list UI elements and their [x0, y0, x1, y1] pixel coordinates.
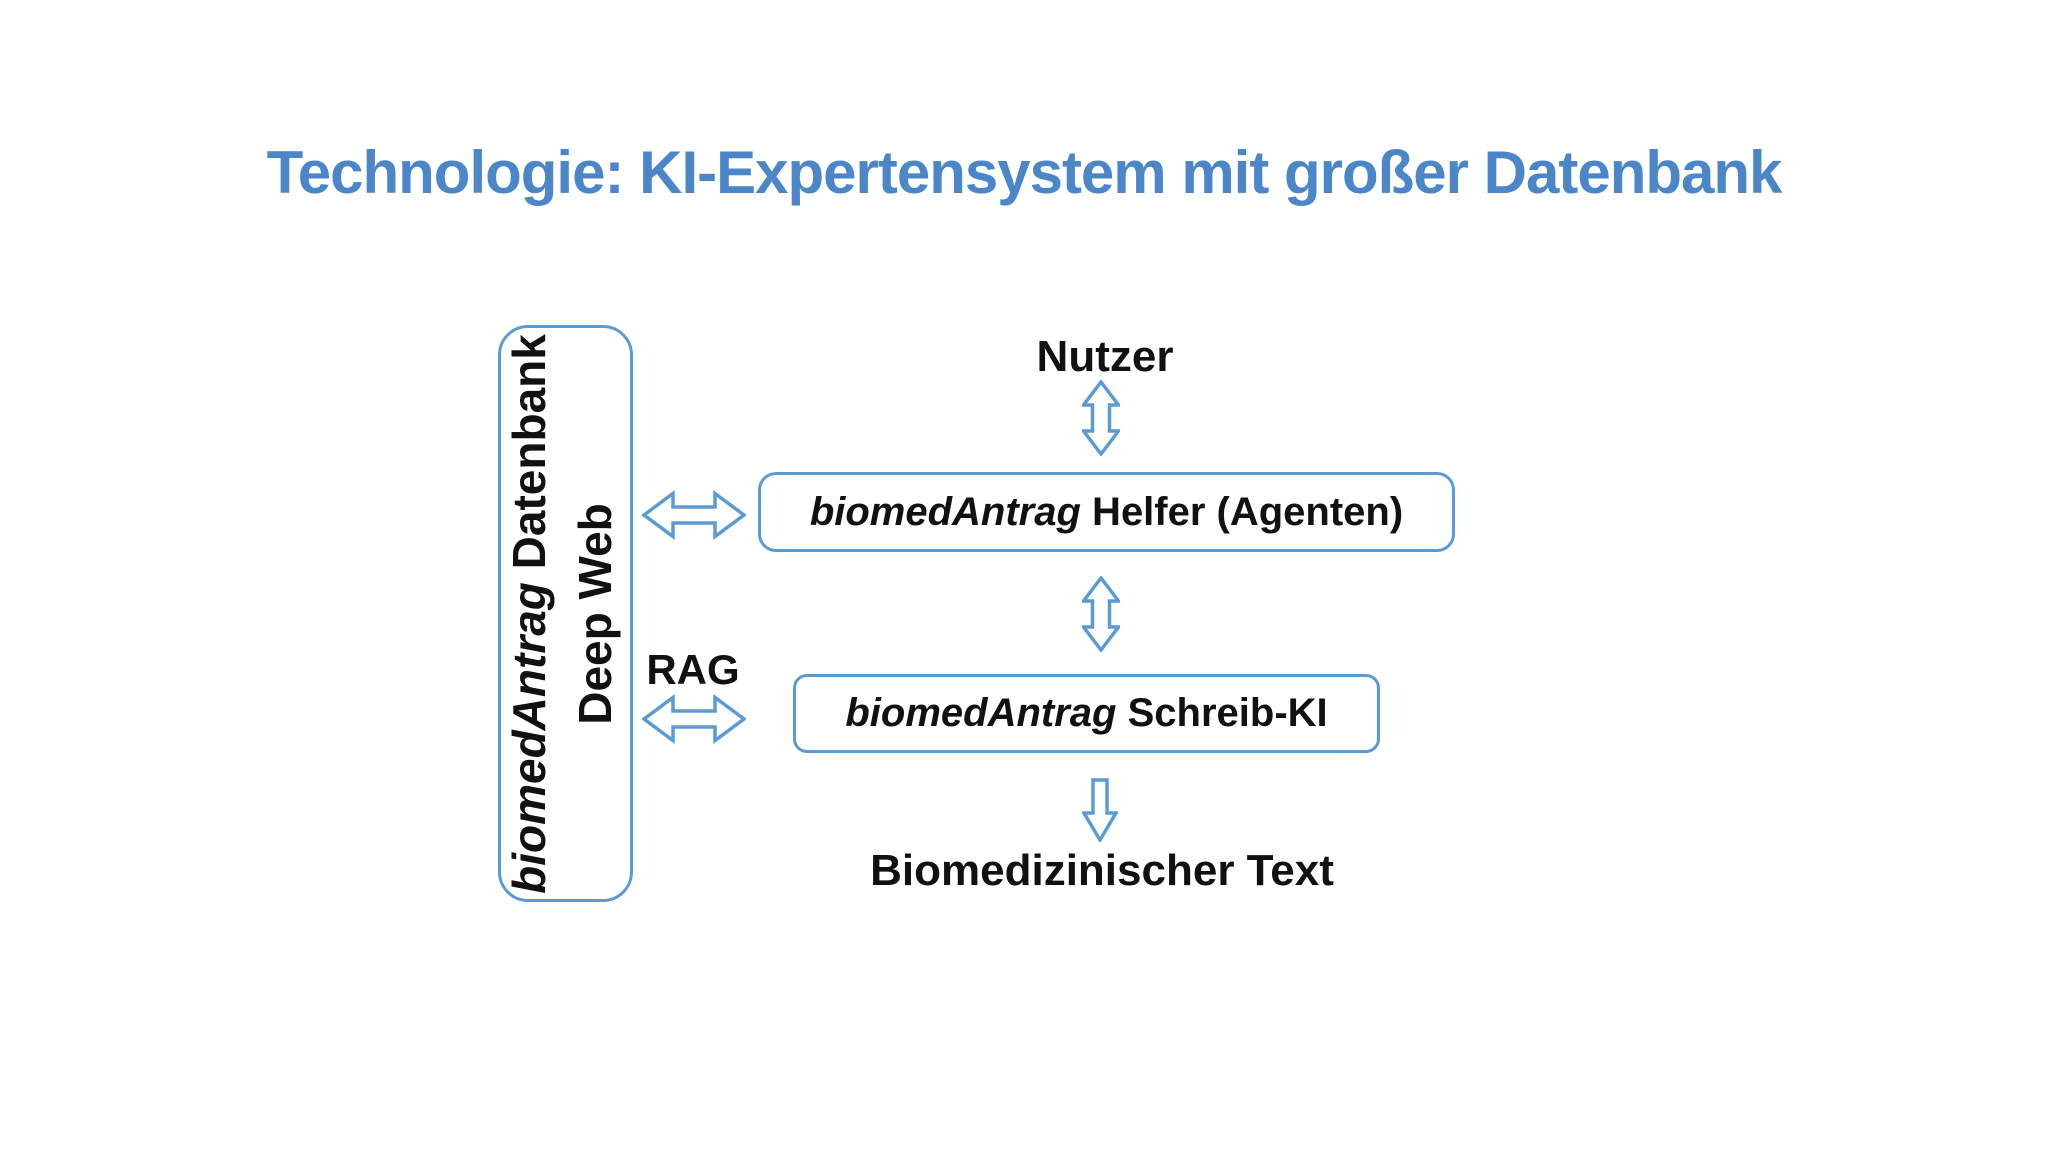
database-name-italic: biomedAntrag: [503, 582, 555, 894]
helfer-box-label: biomedAntrag Helfer (Agenten): [810, 490, 1403, 535]
schreib-label-rest: Schreib-KI: [1116, 691, 1328, 735]
rag-label: RAG: [646, 646, 740, 693]
schreib-output-down-arrow-icon: [1082, 778, 1118, 842]
helfer-name-italic: biomedAntrag: [809, 489, 1081, 534]
helfer-label-rest: Helfer (Agenten): [1080, 489, 1404, 534]
nutzer-helfer-updown-arrow-icon: [1082, 380, 1120, 456]
deep-web-label: Deep Web: [569, 503, 621, 725]
helfer-agenten-box: biomedAntrag Helfer (Agenten): [758, 472, 1455, 552]
schreib-name-italic: biomedAntrag: [845, 691, 1117, 735]
nutzer-label: Nutzer: [1036, 332, 1174, 381]
database-label-rest: Datenbank: [503, 334, 555, 583]
schreib-ki-box: biomedAntrag Schreib-KI: [793, 674, 1380, 753]
database-schreib-leftright-arrow-icon: [642, 694, 746, 744]
database-box-label-line1: biomedAntrag Datenbank: [496, 314, 562, 914]
helfer-schreib-updown-arrow-icon: [1082, 576, 1120, 652]
schreib-box-label: biomedAntrag Schreib-KI: [845, 691, 1327, 736]
database-box-label: biomedAntrag Datenbank Deep Web: [496, 314, 636, 914]
database-box: [498, 325, 633, 902]
biomedizinischer-text-label: Biomedizinischer Text: [870, 846, 1334, 895]
slide-title: Technologie: KI-Expertensystem mit große…: [266, 139, 1783, 206]
database-helfer-leftright-arrow-icon: [642, 490, 746, 540]
